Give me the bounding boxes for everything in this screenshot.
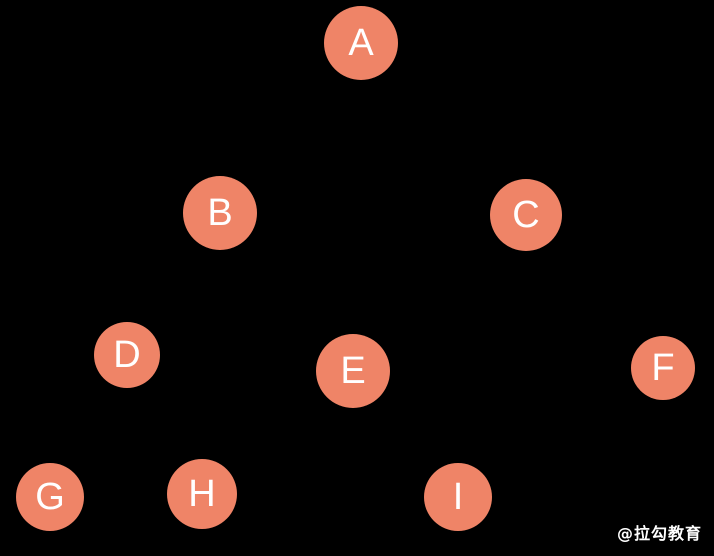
node-label-i: I [452, 476, 464, 518]
tree-node-f: F [631, 336, 695, 400]
node-label-f: F [651, 347, 675, 389]
tree-node-a: A [324, 6, 398, 80]
tree-node-i: I [424, 463, 492, 531]
tree-node-b: B [183, 176, 257, 250]
tree-node-g: G [16, 463, 84, 531]
node-label-d: D [113, 334, 141, 376]
node-label-c: C [512, 194, 540, 236]
tree-node-h: H [167, 459, 237, 529]
node-label-a: A [348, 22, 374, 64]
node-label-e: E [340, 350, 366, 392]
watermark-text: @拉勾教育 [616, 524, 702, 543]
node-label-h: H [188, 473, 216, 515]
node-label-g: G [35, 476, 65, 518]
tree-node-c: C [490, 179, 562, 251]
tree-node-d: D [94, 322, 160, 388]
tree-node-e: E [316, 334, 390, 408]
node-label-b: B [207, 192, 233, 234]
